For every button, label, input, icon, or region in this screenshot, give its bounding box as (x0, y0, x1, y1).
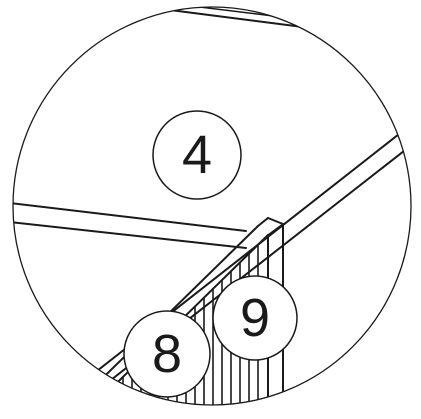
horizontal-rail (13, 202, 247, 249)
callout-9-label: 9 (240, 288, 270, 348)
callout-9: 9 (212, 275, 298, 361)
detail-circle-frame (12, 6, 412, 406)
callout-8: 8 (123, 310, 211, 398)
callout-8-label: 8 (152, 324, 182, 384)
callout-4-label: 4 (182, 125, 212, 185)
callout-4: 4 (152, 110, 242, 200)
